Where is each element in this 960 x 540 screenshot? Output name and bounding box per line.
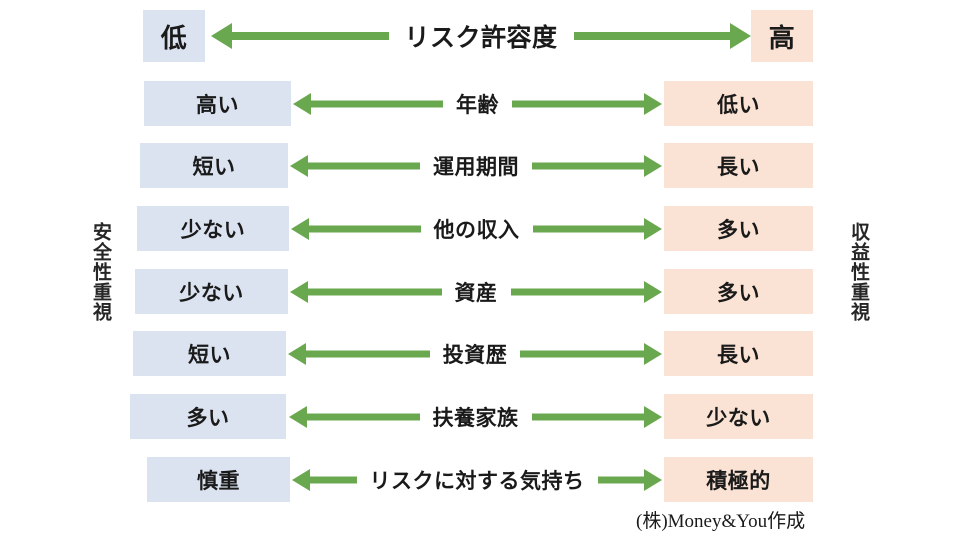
row-right-value-risk-attitude: 積極的 bbox=[664, 457, 813, 502]
arrow-left-icon bbox=[288, 342, 430, 365]
arrow-right-icon bbox=[510, 280, 662, 303]
row-investment-history: 短い 投資歴 長い bbox=[0, 331, 960, 376]
arrow-right-icon bbox=[531, 405, 662, 428]
row-left-value-investment-history: 短い bbox=[133, 331, 286, 376]
arrow-right-icon bbox=[597, 468, 662, 491]
row-label-risk-attitude: リスクに対する気持ち bbox=[369, 468, 585, 493]
arrow-right-icon bbox=[573, 23, 752, 49]
row-age: 高い 年齢 低い bbox=[0, 81, 960, 126]
row-band-other-income: 他の収入 bbox=[291, 206, 662, 251]
row-risk-attitude: 慎重 リスクに対する気持ち 積極的 bbox=[0, 457, 960, 502]
row-band-age: 年齢 bbox=[293, 81, 662, 126]
row-left-value-investment-period: 短い bbox=[140, 143, 288, 188]
arrow-left-icon bbox=[290, 280, 442, 303]
row-risk-tolerance: 低 リスク許容度 高 bbox=[0, 10, 960, 62]
row-assets: 少ない 資産 多い bbox=[0, 269, 960, 314]
row-label-age: 年齢 bbox=[456, 92, 499, 117]
axis-label-right: 収益性重視 bbox=[848, 222, 870, 322]
row-band-investment-period: 運用期間 bbox=[290, 143, 662, 188]
arrow-right-icon bbox=[532, 217, 662, 240]
arrow-left-icon bbox=[293, 92, 443, 115]
arrow-left-icon bbox=[290, 154, 420, 177]
row-label-assets: 資産 bbox=[454, 280, 498, 305]
row-label-risk-tolerance: リスク許容度 bbox=[404, 23, 558, 52]
row-label-investment-history: 投資歴 bbox=[442, 342, 508, 367]
row-dependents: 多い 扶養家族 少ない bbox=[0, 394, 960, 439]
row-right-value-risk-tolerance: 高 bbox=[751, 10, 813, 62]
row-right-value-investment-history: 長い bbox=[664, 331, 813, 376]
row-label-other-income: 他の収入 bbox=[433, 217, 520, 242]
axis-label-left: 安全性重視 bbox=[89, 222, 112, 322]
arrow-right-icon bbox=[532, 154, 662, 177]
row-left-value-age: 高い bbox=[144, 81, 291, 126]
row-left-value-assets: 少ない bbox=[135, 269, 288, 314]
arrow-left-icon bbox=[292, 468, 357, 491]
row-label-investment-period: 運用期間 bbox=[433, 154, 519, 179]
arrow-left-icon bbox=[289, 405, 420, 428]
arrow-right-icon bbox=[520, 342, 662, 365]
row-band-risk-attitude: リスクに対する気持ち bbox=[292, 457, 662, 502]
row-investment-period: 短い 運用期間 長い bbox=[0, 143, 960, 188]
row-band-assets: 資産 bbox=[290, 269, 662, 314]
row-right-value-assets: 多い bbox=[664, 269, 813, 314]
row-other-income: 少ない 他の収入 多い bbox=[0, 206, 960, 251]
row-right-value-dependents: 少ない bbox=[664, 394, 813, 439]
row-right-value-age: 低い bbox=[664, 81, 813, 126]
row-label-dependents: 扶養家族 bbox=[432, 405, 519, 430]
row-band-investment-history: 投資歴 bbox=[288, 331, 662, 376]
arrow-left-icon bbox=[291, 217, 421, 240]
row-right-value-investment-period: 長い bbox=[664, 143, 813, 188]
row-left-value-risk-tolerance: 低 bbox=[143, 10, 205, 62]
credit-text: (株)Money&You作成 bbox=[636, 511, 806, 532]
row-left-value-dependents: 多い bbox=[130, 394, 286, 439]
arrow-right-icon bbox=[512, 92, 662, 115]
row-left-value-risk-attitude: 慎重 bbox=[147, 457, 290, 502]
arrow-left-icon bbox=[211, 23, 389, 49]
row-right-value-other-income: 多い bbox=[664, 206, 813, 251]
row-band-dependents: 扶養家族 bbox=[289, 394, 662, 439]
row-left-value-other-income: 少ない bbox=[137, 206, 289, 251]
row-band-risk-tolerance: リスク許容度 bbox=[211, 10, 752, 62]
